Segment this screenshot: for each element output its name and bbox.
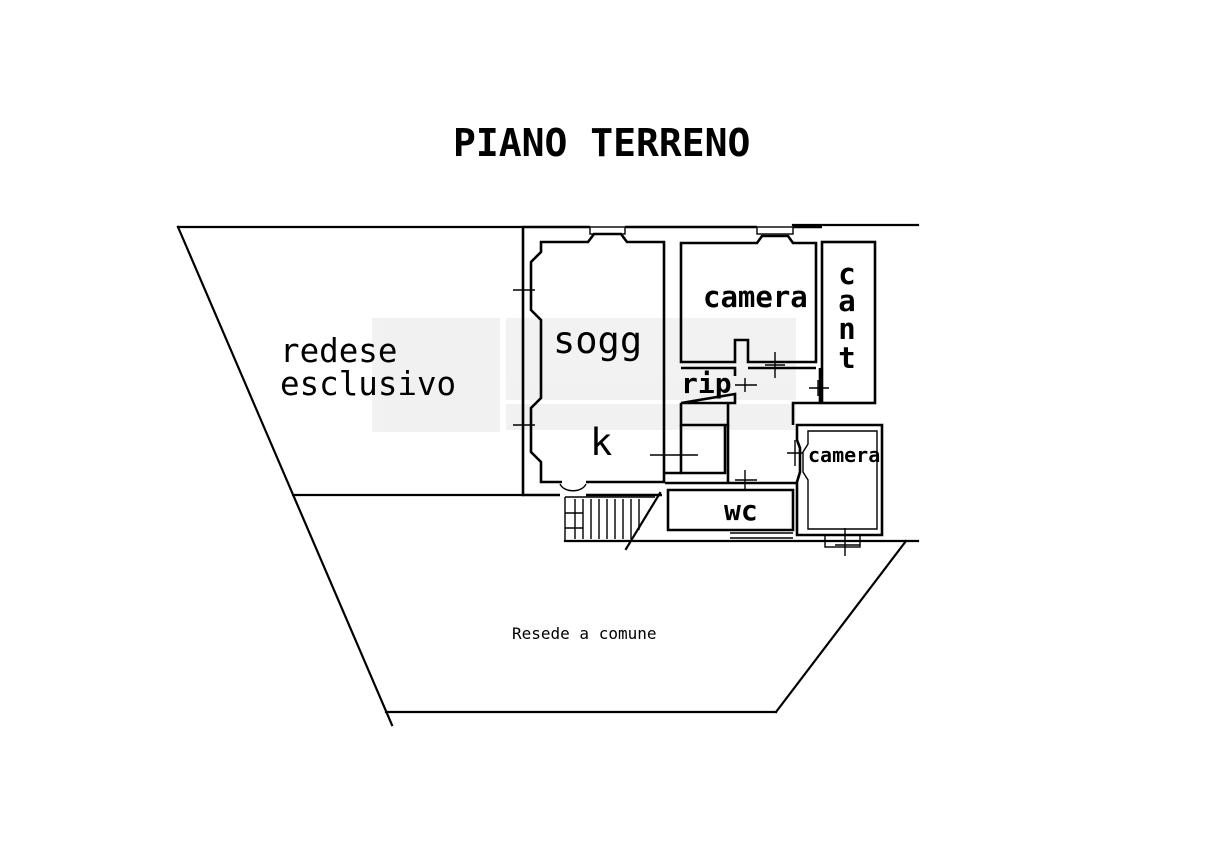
room-label-cant-a: a xyxy=(838,284,855,318)
plan-title: PIANO TERRENO xyxy=(453,121,750,165)
room-label-wc: wc xyxy=(724,494,758,527)
building-walls xyxy=(521,225,884,548)
room-label-k: k xyxy=(590,421,612,464)
area-label-redese-line1: redese xyxy=(280,332,397,370)
room-label-cant-t: t xyxy=(838,341,855,375)
site-boundary xyxy=(176,223,920,727)
room-label-camera-right: camera xyxy=(808,443,880,467)
room-label-cant-c: c xyxy=(838,257,855,291)
area-label-resede-comune: Resede a comune xyxy=(512,624,657,643)
door-markers xyxy=(513,280,860,556)
room-label-sogg: sogg xyxy=(553,319,642,362)
stairs xyxy=(564,496,655,541)
room-label-cant-n: n xyxy=(838,312,855,346)
room-label-camera-top: camera xyxy=(703,280,808,314)
room-label-rip: rip xyxy=(681,367,732,400)
area-label-redese-line2: esclusivo xyxy=(280,365,456,403)
